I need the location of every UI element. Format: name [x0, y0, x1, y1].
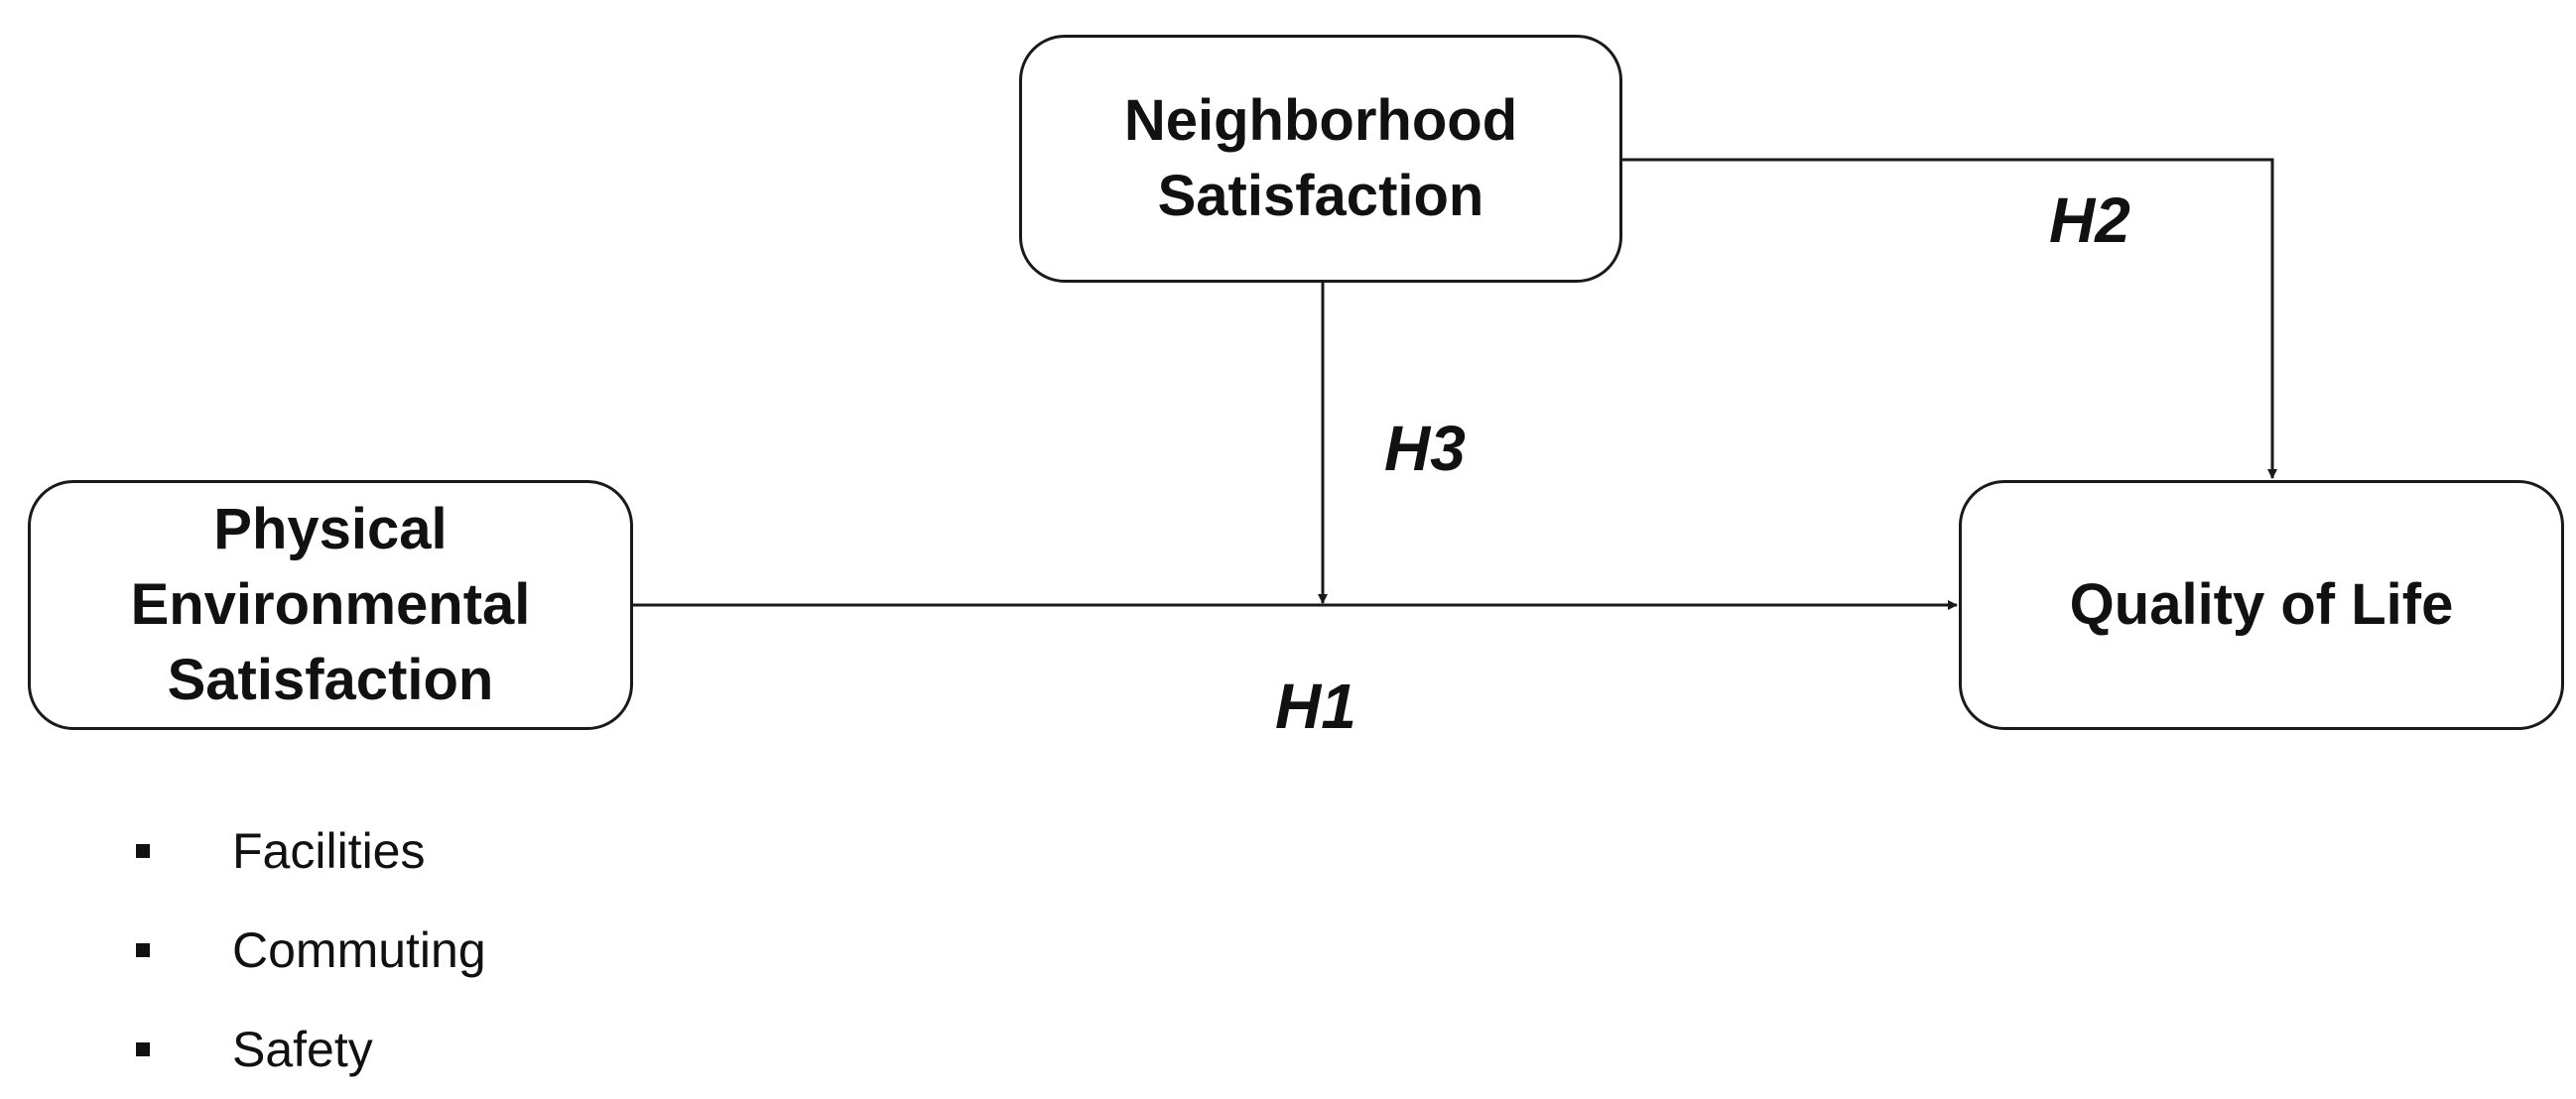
item-label: Commuting	[232, 922, 486, 978]
hypothesis-h1-label: H1	[1275, 671, 1356, 742]
item-label: Facilities	[232, 823, 426, 879]
neighborhood-satisfaction-label: Neighborhood Satisfaction	[1123, 88, 1518, 228]
hypothesis-h3-label: H3	[1384, 413, 1466, 484]
quality-of-life-node: Quality of Life	[1959, 480, 2564, 730]
square-bullet-icon	[136, 1042, 150, 1056]
physical-environmental-satisfaction-node: Physical Environmental Satisfaction	[28, 480, 633, 730]
quality-of-life-label: Quality of Life	[2069, 572, 2454, 637]
arrow-h2	[1622, 158, 2277, 479]
neighborhood-satisfaction-node: Neighborhood Satisfaction	[1019, 35, 1622, 283]
physical-environmental-satisfaction-label: Physical Environmental Satisfaction	[130, 497, 531, 712]
list-item: Facilities	[129, 801, 486, 901]
physical-environment-items-list: Facilities Commuting Safety	[129, 801, 486, 1099]
list-item: Safety	[129, 1000, 486, 1099]
item-label: Safety	[232, 1022, 373, 1077]
hypothesis-h2-label: H2	[2049, 184, 2130, 256]
list-item: Commuting	[129, 901, 486, 1000]
square-bullet-icon	[136, 844, 150, 858]
square-bullet-icon	[136, 943, 150, 957]
